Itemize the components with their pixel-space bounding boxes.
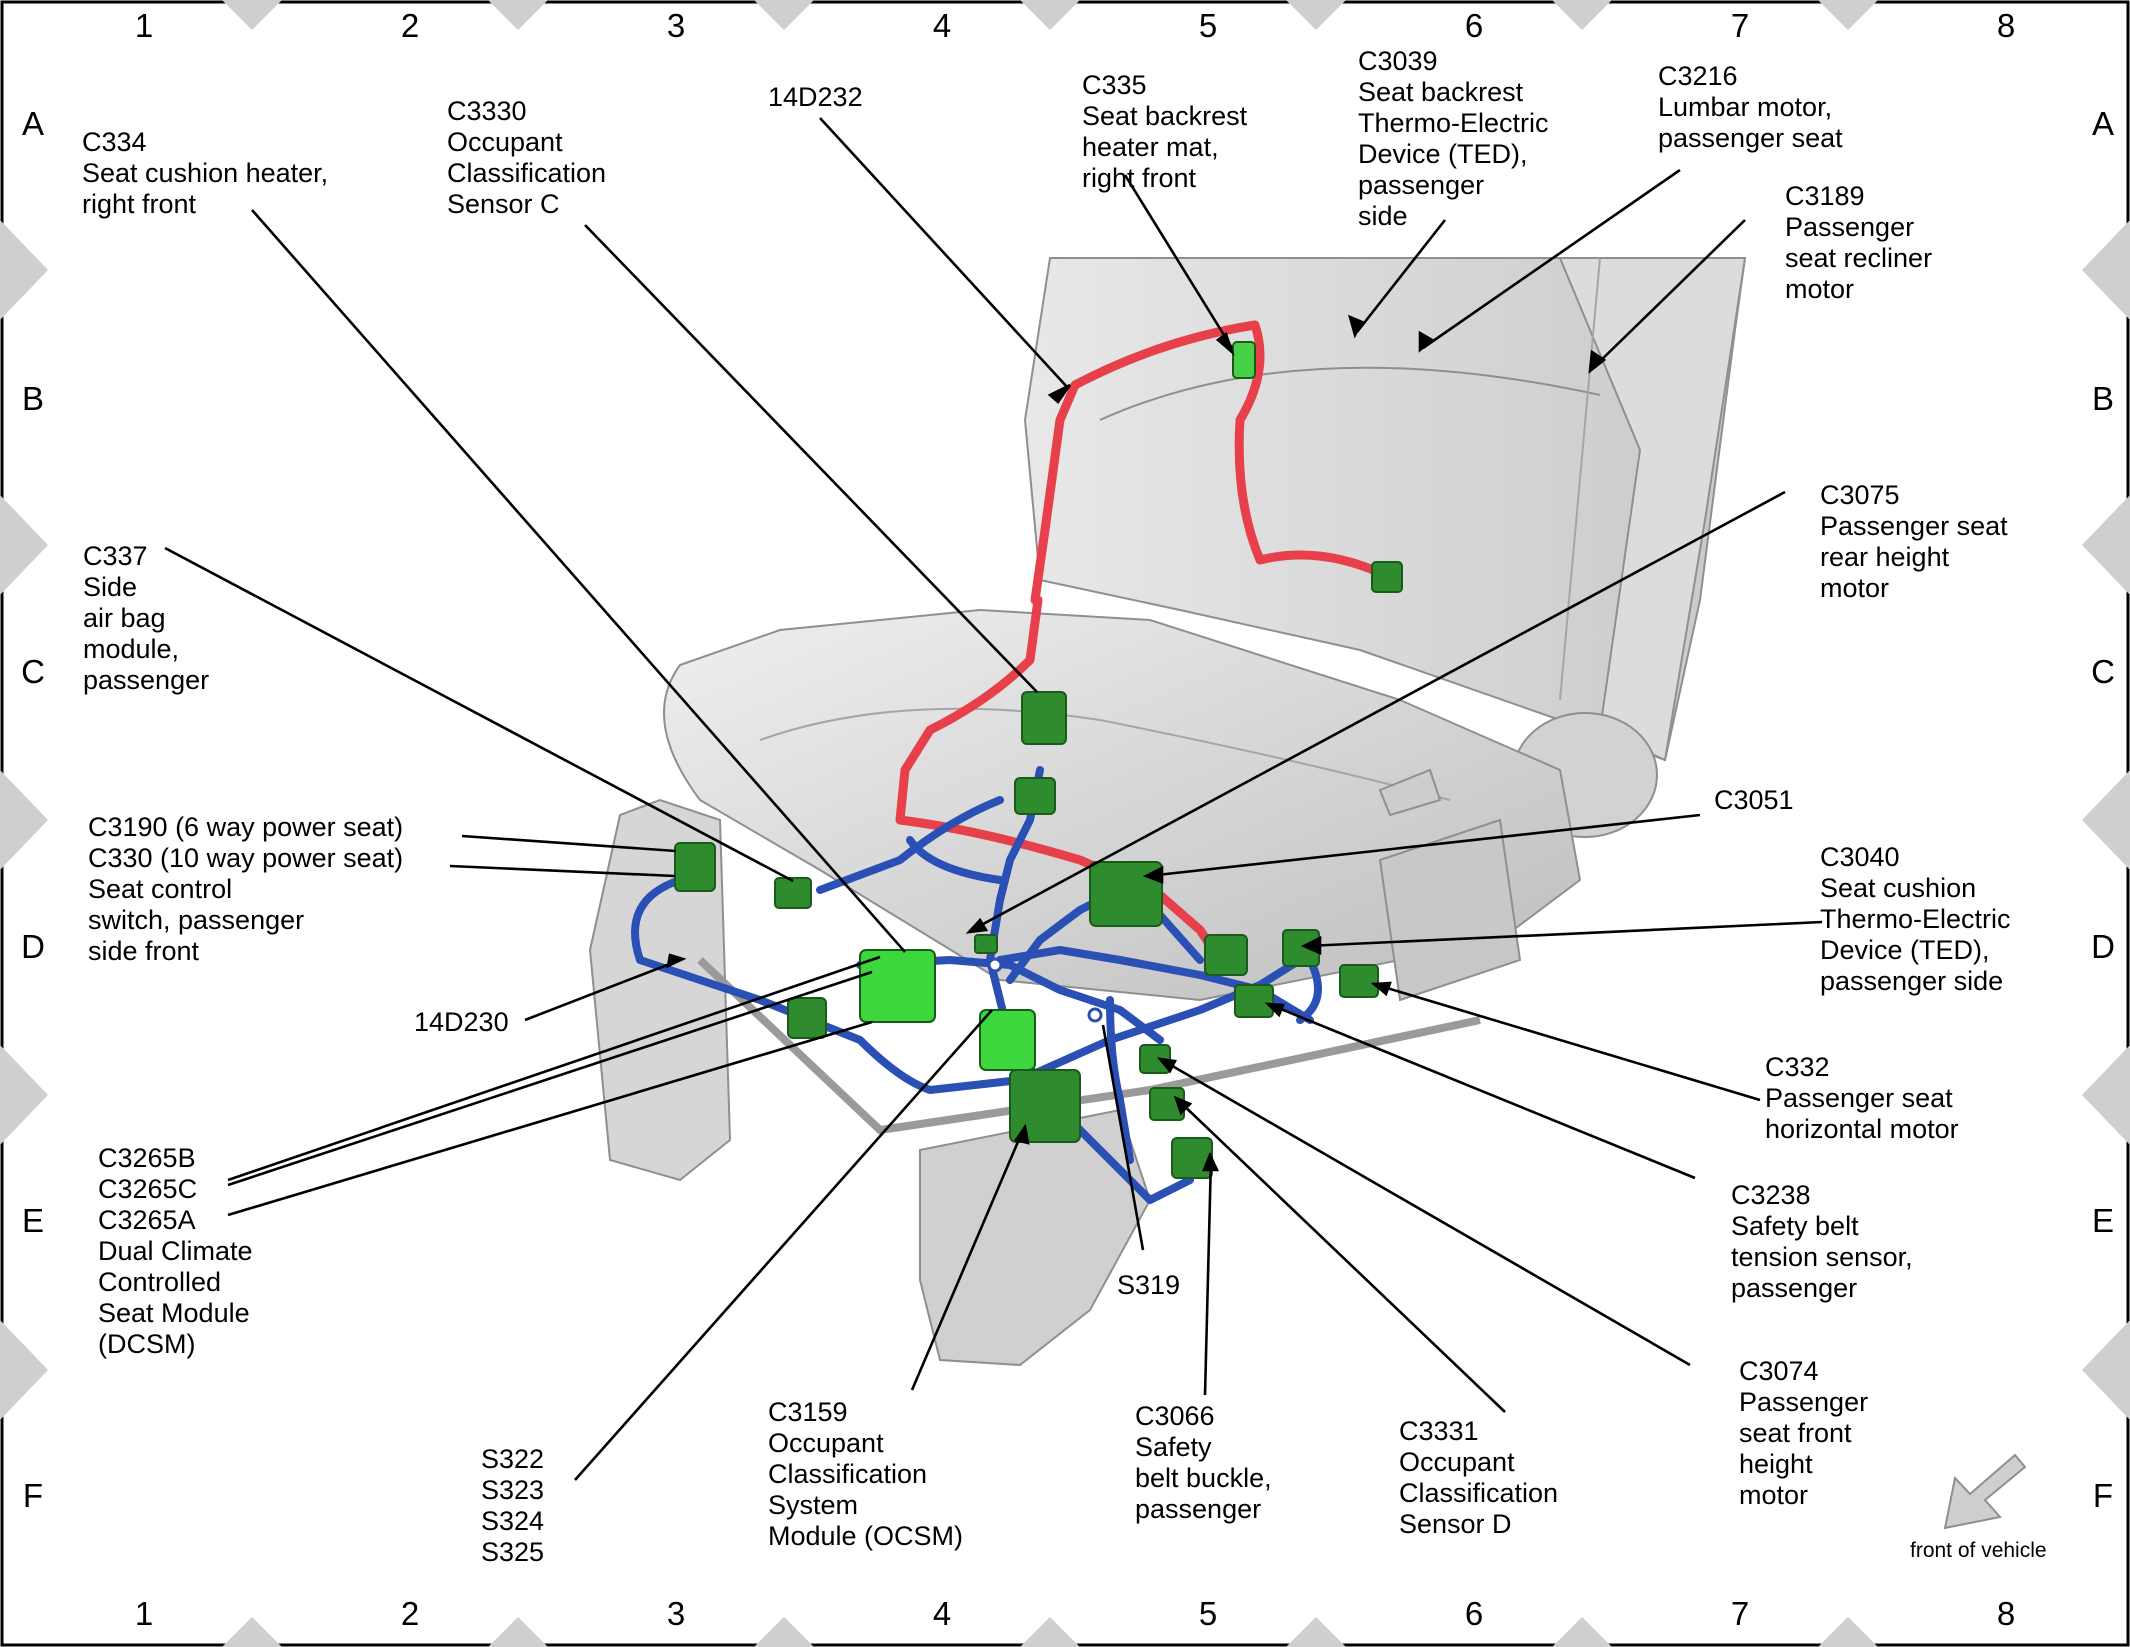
seat-rail-bottom [919,1108,1152,1367]
seat-rail-left [588,798,732,1182]
grid-col-top-1: 1 [134,7,154,44]
label-c3190: C3190 (6 way power seat) [88,812,404,842]
connector-c3066 [1171,1137,1213,1179]
grid-row-left-d: D [21,928,45,965]
grid-row-right-d: D [2091,928,2115,965]
connector-c3265a [787,997,827,1039]
label-c3075: C3075 Passenger seat rear height motor [1820,480,2008,603]
grid-row-right-a: A [2091,105,2114,142]
grid-row-left-e: E [21,1202,44,1239]
connector-ocs-mid [979,1009,1036,1071]
label-c3039: C3039 Seat backrest Thermo-Electric Devi… [1358,46,1549,231]
connector-c3075 [1204,934,1248,976]
label-14d232: 14D232 [768,82,863,112]
label-c3051: C3051 [1714,785,1794,815]
connector-dcsm [859,949,936,1023]
seat-illustration [588,257,1747,1367]
grid-col-top-7: 7 [1730,7,1750,44]
label-14d230: 14D230 [414,1007,509,1037]
grid-col-top-8: 8 [1996,7,2016,44]
grid-col-bottom-1: 1 [134,1595,154,1632]
grid-col-bottom-5: 5 [1198,1595,1218,1632]
label-c3159: C3159 Occupant Classification System Mod… [768,1397,964,1551]
grid-col-bottom-4: 4 [932,1595,952,1632]
connector-c3159 [1009,1069,1081,1143]
label-c3216: C3216 Lumbar motor, passenger seat [1658,61,1843,153]
label-c3330: C3330 Occupant Classification Sensor C [447,96,607,219]
connector-c3331-upper [1014,777,1056,815]
connector-c3074 [1139,1044,1171,1074]
grid-col-bottom-8: 8 [1996,1595,2016,1632]
label-s322-s325: S322 S323 S324 S325 [481,1444,545,1567]
connector-c3238 [1234,984,1274,1018]
splice-s319 [1087,1007,1103,1023]
label-c3066: C3066 Safety belt buckle, passenger [1135,1401,1272,1524]
label-c3238: C3238 Safety belt tension sensor, passen… [1731,1180,1913,1303]
label-c332: C332 Passenger seat horizontal motor [1765,1052,1959,1144]
grid-col-top-6: 6 [1464,7,1484,44]
red-harness [895,320,1390,950]
grid-row-left-f: F [22,1477,44,1514]
connector-c3190 [674,842,716,892]
grid-col-bottom-6: 6 [1464,1595,1484,1632]
grid-row-right-f: F [2092,1477,2114,1514]
grid-col-top-3: 3 [666,7,686,44]
grid-col-top-2: 2 [400,7,420,44]
grid-col-bottom-7: 7 [1730,1595,1750,1632]
grid-col-bottom-2: 2 [400,1595,420,1632]
connector-c337 [774,877,812,909]
grid-col-top-5: 5 [1198,7,1218,44]
label-c335: C335 Seat backrest heater mat, right fro… [1082,70,1248,193]
front-of-vehicle-label: front of vehicle [1910,1539,2047,1562]
label-c3331: C3331 Occupant Classification Sensor D [1399,1416,1559,1539]
label-c3040: C3040 Seat cushion Thermo-Electric Devic… [1820,842,2011,996]
label-c330: C330 (10 way power seat) Seat control sw… [88,843,404,966]
leader-lines [164,117,1823,1481]
label-c337: C337 Side air bag module, passenger [83,541,210,695]
label-c3189: C3189 Passenger seat recliner motor [1785,181,1933,304]
connector-c335 [1232,341,1256,379]
grid-row-right-b: B [2091,380,2114,417]
splice-s322 [987,957,1003,973]
grid-col-bottom-3: 3 [666,1595,686,1632]
connector-c3330 [1021,691,1067,745]
front-of-vehicle-arrow-icon [1943,1453,2027,1530]
grid-row-right-e: E [2091,1202,2114,1239]
connector-c332 [1339,964,1379,998]
grid-row-left-b: B [21,380,44,417]
connector-c334-heater [1371,561,1403,593]
grid-row-left-a: A [21,105,44,142]
label-c3265-dcsm: C3265B C3265C C3265A Dual Climate Contro… [98,1143,253,1359]
connector-c3051 [1089,861,1163,927]
grid-row-left-c: C [21,653,45,690]
grid-row-right-c: C [2091,653,2115,690]
grid-col-top-4: 4 [932,7,952,44]
label-s319: S319 [1117,1270,1181,1300]
connector-c3230 [974,934,998,954]
label-c334: C334 Seat cushion heater, right front [82,127,329,219]
label-c3074: C3074 Passenger seat front height motor [1739,1356,1869,1510]
connectors [674,341,1403,1179]
seat-cushion [663,608,1582,1002]
